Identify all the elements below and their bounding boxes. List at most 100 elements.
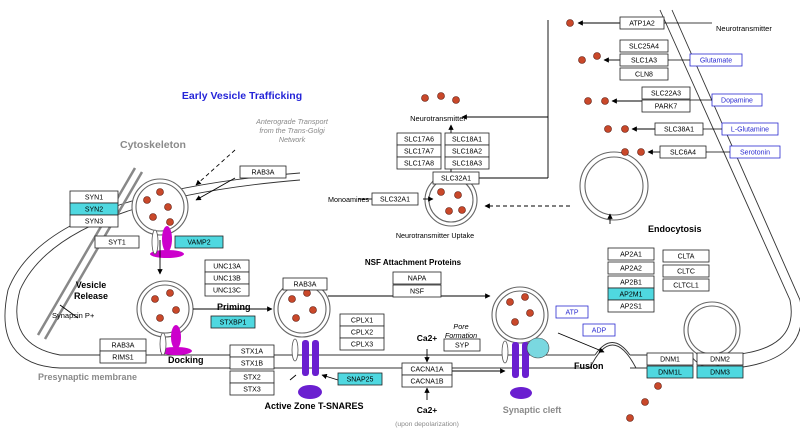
gene-slc18a2[interactable]: SLC18A2 [444, 144, 490, 158]
metabolite-adp[interactable]: ADP [582, 323, 616, 337]
gene-cacna1b[interactable]: CACNA1B [401, 374, 453, 388]
gene-slc1a3[interactable]: SLC1A3 [619, 53, 669, 67]
metabolite-atp[interactable]: ATP [555, 305, 589, 319]
svg-text:CLTC: CLTC [677, 268, 695, 275]
gene-rims1[interactable]: RIMS1 [99, 350, 147, 364]
metabolite-dopamine[interactable]: Dopamine [711, 93, 763, 107]
svg-text:AP2B1: AP2B1 [620, 279, 642, 286]
gene-cplx3[interactable]: CPLX3 [339, 337, 385, 351]
svg-text:NSF: NSF [410, 288, 424, 295]
gene-syn2[interactable]: SYN2 [69, 202, 119, 216]
svg-text:SLC32A1: SLC32A1 [380, 196, 410, 203]
synapsin-label: Synapsin P+ [52, 311, 95, 320]
svg-text:CPLX1: CPLX1 [351, 317, 373, 324]
gene-ap2a1[interactable]: AP2A1 [607, 247, 655, 261]
gene-snap25[interactable]: SNAP25 [337, 372, 383, 386]
gene-slc18a1[interactable]: SLC18A1 [444, 132, 490, 146]
svg-text:SLC22A3: SLC22A3 [651, 90, 681, 97]
gene-cln8[interactable]: CLN8 [619, 67, 669, 81]
gene-syp[interactable]: SYP [443, 338, 481, 352]
synaptic-cleft-label: Synaptic cleft [503, 405, 562, 415]
gene-ap2s1[interactable]: AP2S1 [607, 299, 655, 313]
svg-text:SLC32A1: SLC32A1 [441, 175, 471, 182]
gene-slc22a3[interactable]: SLC22A3 [641, 86, 691, 100]
svg-text:SYT1: SYT1 [108, 239, 126, 246]
svg-text:UNC13A: UNC13A [213, 263, 241, 270]
gene-vamp2[interactable]: VAMP2 [174, 235, 224, 249]
svg-text:SLC18A1: SLC18A1 [452, 136, 482, 143]
gene-rab3a-top[interactable]: RAB3A [239, 165, 287, 179]
gene-stx2[interactable]: STX2 [229, 370, 275, 384]
gene-cltc[interactable]: CLTC [662, 264, 710, 278]
gene-syn1[interactable]: SYN1 [69, 190, 119, 204]
cytoskeleton-filaments [36, 167, 144, 340]
svg-text:Glutamate: Glutamate [700, 57, 732, 64]
gene-slc38a1[interactable]: SLC38A1 [654, 122, 704, 136]
gene-dnm3[interactable]: DNM3 [696, 365, 744, 379]
svg-text:STX1A: STX1A [241, 348, 264, 355]
gene-cltcl1[interactable]: CLTCL1 [662, 278, 710, 292]
endocytosis-label: Endocytosis [648, 224, 702, 234]
gene-slc17a6[interactable]: SLC17A6 [396, 132, 442, 146]
svg-text:CLN8: CLN8 [635, 71, 653, 78]
gene-slc18a3[interactable]: SLC18A3 [444, 156, 490, 170]
gene-cacna1a[interactable]: CACNA1A [401, 362, 453, 376]
metabolite-serotonin[interactable]: Serotonin [729, 145, 781, 159]
gene-stx3[interactable]: STX3 [229, 382, 275, 396]
gene-stx1a[interactable]: STX1A [229, 344, 275, 358]
vesicle-pore [491, 286, 549, 344]
svg-text:SLC25A4: SLC25A4 [629, 43, 659, 50]
gene-dnm2[interactable]: DNM2 [696, 352, 744, 366]
gene-cplx1[interactable]: CPLX1 [339, 313, 385, 327]
gene-slc25a4[interactable]: SLC25A4 [619, 39, 669, 53]
metabolite-glutamate[interactable]: Glutamate [689, 53, 743, 67]
gene-slc32a1-mid[interactable]: SLC32A1 [371, 192, 419, 206]
gene-stxbp1[interactable]: STXBP1 [210, 315, 256, 329]
gene-ap2a2[interactable]: AP2A2 [607, 261, 655, 275]
vesicle-mid-left [136, 280, 194, 338]
gene-slc17a8[interactable]: SLC17A8 [396, 156, 442, 170]
gene-ap2m1[interactable]: AP2M1 [607, 287, 655, 301]
gene-rab3a-left[interactable]: RAB3A [99, 338, 147, 352]
gene-syt1[interactable]: SYT1 [94, 235, 140, 249]
docking-label: Docking [168, 355, 204, 365]
gene-nsf[interactable]: NSF [392, 284, 442, 298]
svg-text:PARK7: PARK7 [655, 103, 678, 110]
presynaptic-membrane-label: Presynaptic membrane [38, 372, 137, 382]
svg-text:NAPA: NAPA [408, 275, 427, 282]
anterograde-text-3: Network [279, 135, 306, 144]
metabolite-l-glutamine[interactable]: L-Glutamine [721, 122, 779, 136]
gene-dnm1[interactable]: DNM1 [646, 352, 694, 366]
svg-text:CPLX3: CPLX3 [351, 341, 373, 348]
gene-syn3[interactable]: SYN3 [69, 214, 119, 228]
svg-text:CLTA: CLTA [678, 253, 695, 260]
gene-atp1a2[interactable]: ATP1A2 [619, 16, 665, 30]
calcium-label-mid: Ca2+ [417, 333, 438, 343]
svg-text:Serotonin: Serotonin [740, 149, 770, 156]
release-label: Release [74, 291, 108, 301]
svg-text:RIMS1: RIMS1 [112, 354, 134, 361]
vamp-protein-icon [150, 226, 184, 258]
svg-text:SYN1: SYN1 [85, 194, 103, 201]
gene-slc6a4[interactable]: SLC6A4 [659, 145, 707, 159]
neurotransmitter-top-label: Neurotransmitter [716, 24, 772, 33]
upon-depolarization-label: (upon depolarization) [395, 421, 459, 428]
gene-unc13c[interactable]: UNC13C [204, 283, 250, 297]
gene-unc13a[interactable]: UNC13A [204, 259, 250, 273]
svg-text:Dopamine: Dopamine [721, 97, 753, 104]
neurotransmitter-mid-label: Neurotransmitter [410, 114, 466, 123]
gene-ap2b1[interactable]: AP2B1 [607, 275, 655, 289]
gene-dnm1l[interactable]: DNM1L [646, 365, 694, 379]
gene-unc13b[interactable]: UNC13B [204, 271, 250, 285]
svg-text:STX2: STX2 [243, 374, 261, 381]
gene-clta[interactable]: CLTA [662, 249, 710, 263]
gene-stx1b[interactable]: STX1B [229, 356, 275, 370]
gene-park7[interactable]: PARK7 [641, 99, 691, 113]
gene-slc17a7[interactable]: SLC17A7 [396, 144, 442, 158]
gene-slc32a1-top[interactable]: SLC32A1 [432, 171, 480, 185]
svg-text:SLC18A2: SLC18A2 [452, 148, 482, 155]
gene-rab3a-mid[interactable]: RAB3A [282, 277, 328, 291]
gene-napa[interactable]: NAPA [392, 271, 442, 285]
gene-cplx2[interactable]: CPLX2 [339, 325, 385, 339]
vamp-protein-docking-icon [159, 325, 192, 356]
